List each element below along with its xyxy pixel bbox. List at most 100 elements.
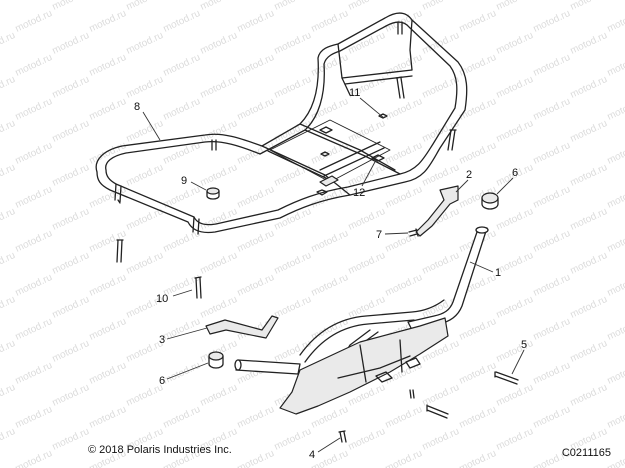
watermark-text: motod.ru [532,140,572,167]
watermark-text: motod.ru [606,52,625,79]
watermark-text: motod.ru [458,448,498,468]
watermark-text: motod.ru [569,162,609,189]
watermark-text: motod.ru [532,404,572,431]
watermark-text: motod.ru [14,8,54,35]
watermark-text: motod.ru [384,404,424,431]
callout-9: 9 [181,175,187,187]
watermark-text: motod.ru [51,162,91,189]
watermark-text: motod.ru [606,96,625,123]
watermark-text: motod.ru [0,162,17,189]
watermark-text: motod.ru [0,250,17,277]
watermark-text: motod.ru [199,250,239,277]
watermark-text: motod.ru [495,206,535,233]
watermark-text: motod.ru [421,0,461,13]
watermark-text: motod.ru [162,96,202,123]
watermark-text: motod.ru [347,0,387,13]
watermark-text: motod.ru [0,382,17,409]
watermark-text: motod.ru [199,294,239,321]
callout-7: 7 [376,229,382,241]
watermark-text: motod.ru [458,96,498,123]
callout-labels: 8 11 9 12 2 6 7 1 10 3 6 5 4 [134,87,527,461]
watermark-text: motod.ru [273,0,313,13]
watermark-text: motod.ru [236,96,276,123]
watermark-text: motod.ru [606,8,625,35]
watermark-text: motod.ru [273,338,313,365]
watermark-text: motod.ru [495,0,535,13]
watermark-text: motod.ru [125,30,165,57]
watermark-text: motod.ru [88,316,128,343]
watermark-text: motod.ru [458,316,498,343]
screw-part-4 [338,389,415,443]
watermark-text: motod.ru [495,426,535,453]
watermark-text: motod.ru [14,360,54,387]
watermark-text: motod.ru [199,162,239,189]
watermark-text: motod.ru [532,360,572,387]
watermark-text: motod.ru [14,316,54,343]
watermark-text: motod.ru [236,404,276,431]
watermark-text: motod.ru [51,0,91,13]
watermark-text: motod.ru [384,96,424,123]
watermark-text: motod.ru [51,30,91,57]
watermark-text: motod.ru [310,448,350,468]
watermark-text: motod.ru [569,250,609,277]
callout-6-lower: 6 [159,375,165,387]
bolt-part-10 [116,239,202,299]
callout-8: 8 [134,101,140,113]
watermark-text: motod.ru [421,426,461,453]
watermark-text: motod.ru [236,272,276,299]
front-bumper-part-1 [234,226,489,415]
watermark-text: motod.ru [51,118,91,145]
watermark-text: motod.ru [0,118,17,145]
watermark-text: motod.ru [569,294,609,321]
watermark-text: motod.ru [273,74,313,101]
watermark-text: motod.ru [384,272,424,299]
watermark-text: motod.ru [51,206,91,233]
watermark-text: motod.ru [236,8,276,35]
end-cap-part-6-upper [481,192,499,210]
watermark-text: motod.ru [14,52,54,79]
watermark-text: motod.ru [569,30,609,57]
watermark-text: motod.ru [310,140,350,167]
watermark-text: motod.ru [273,30,313,57]
watermark-text: motod.ru [347,250,387,277]
watermark-text: motod.ru [236,228,276,255]
watermark-text: motod.ru [458,140,498,167]
drawing-number: C0211165 [561,447,611,459]
watermark-text: motod.ru [88,8,128,35]
watermark-text: motod.ru [0,74,17,101]
watermark-text: motod.ru [310,272,350,299]
watermark-text: motod.ru [310,8,350,35]
watermark-text: motod.ru [14,272,54,299]
watermark-text: motod.ru [310,228,350,255]
watermark-text: motod.ru [606,140,625,167]
watermark-text: motod.ru [162,8,202,35]
watermark-text: motod.ru [532,8,572,35]
watermark-text: motod.ru [569,74,609,101]
callout-5: 5 [521,339,527,351]
watermark-text: motod.ru [51,382,91,409]
watermark-text: motod.ru [0,426,17,453]
callout-1: 1 [495,267,501,279]
callout-4: 4 [309,449,315,461]
watermark-text: motod.ru [125,162,165,189]
watermark-text: motod.ru [162,184,202,211]
callout-6-upper: 6 [512,167,518,179]
watermark-text: motod.ru [495,338,535,365]
watermark-text: motod.ru [0,30,17,57]
watermark-text: motod.ru [88,52,128,79]
watermark-text: motod.ru [88,184,128,211]
watermark-text: motod.ru [606,184,625,211]
watermark-text: motod.ru [495,294,535,321]
leader-lines [142,97,525,453]
watermark-text: motod.ru [199,0,239,13]
watermark-text: motod.ru [384,184,424,211]
watermark-text: motod.ru [236,184,276,211]
watermark-text: motod.ru [495,74,535,101]
watermark-text: motod.ru [0,294,17,321]
watermark-text: motod.ru [0,206,17,233]
clamp-part-12 [319,175,339,187]
watermark-text: motod.ru [162,404,202,431]
watermark-text: motod.ru [384,52,424,79]
